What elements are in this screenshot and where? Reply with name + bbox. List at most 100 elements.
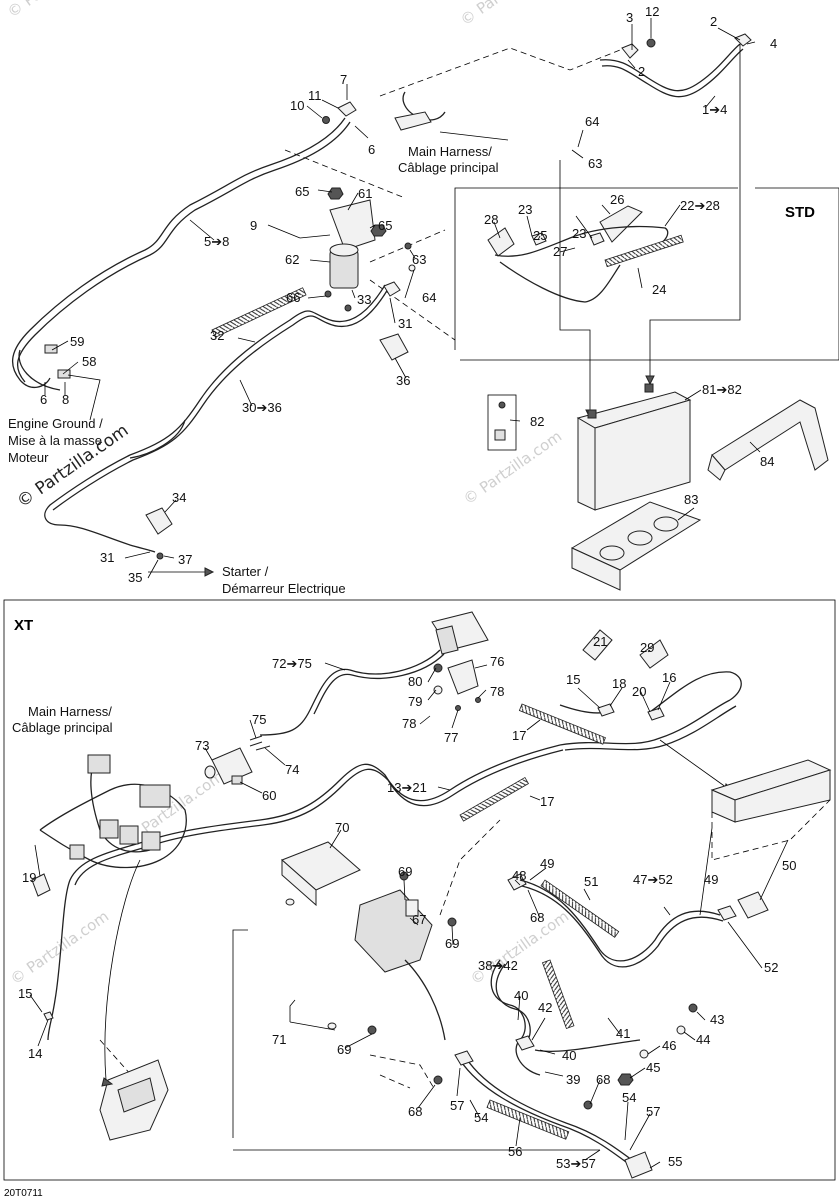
leader <box>437 786 541 801</box>
guide-arrow <box>649 44 741 378</box>
cable-53-57 <box>459 1059 631 1166</box>
callout: 31 <box>100 550 114 565</box>
nut <box>156 552 164 560</box>
callout: 68 <box>408 1104 422 1119</box>
note-main-harness-xt: Main Harness/ <box>28 704 112 719</box>
nut-69 <box>447 917 457 927</box>
leader <box>44 340 101 421</box>
nut-square <box>494 429 506 441</box>
callout: 49 <box>540 856 554 871</box>
callout: 54 <box>474 1110 488 1125</box>
callout: 3 <box>626 10 633 25</box>
washer <box>408 264 416 272</box>
cable-47-52 <box>521 885 724 968</box>
cable-38-42 <box>490 959 541 1076</box>
spiral-wrap-56 <box>486 1099 570 1140</box>
callout: 76 <box>490 654 504 669</box>
spiral-wrap-32 <box>211 287 307 338</box>
cable-42 <box>534 1039 641 1053</box>
callout: 2 <box>710 14 717 29</box>
leader <box>124 499 205 579</box>
callout: 17 <box>512 728 526 743</box>
watermark: © Partzilla.com <box>4 0 109 21</box>
harness-connector <box>139 784 171 808</box>
leader <box>324 662 488 729</box>
callout: 36 <box>396 373 410 388</box>
callout: 38➔42 <box>478 958 518 973</box>
arrow-head <box>204 567 215 577</box>
solenoid-67 <box>354 889 433 973</box>
plug-60 <box>231 775 243 785</box>
relay-bracket <box>329 199 376 251</box>
cable-72-75 <box>259 649 441 736</box>
callout: 17 <box>540 794 554 809</box>
module-70-side <box>281 858 317 907</box>
terminal <box>531 232 547 246</box>
callout: 62 <box>285 252 299 267</box>
solenoid-terminal <box>405 899 419 917</box>
note-engine-ground: Moteur <box>8 450 49 465</box>
callout: 45 <box>646 1060 660 1075</box>
hardware-inset <box>487 394 517 451</box>
callout: 49 <box>704 872 718 887</box>
ecu-connector <box>117 1077 156 1113</box>
battery-tray <box>571 547 621 591</box>
terminal-boot <box>379 333 409 361</box>
callout: 66 <box>286 290 300 305</box>
callout: 27 <box>553 244 567 259</box>
callout: 51 <box>584 874 598 889</box>
note-main-harness-xt: Câblage principal <box>12 720 113 735</box>
callout: 31 <box>398 316 412 331</box>
callout: 52 <box>764 960 778 975</box>
leader <box>204 719 286 794</box>
callout: 14 <box>28 1046 42 1061</box>
callout: 40 <box>562 1048 576 1063</box>
callout: 69 <box>337 1042 351 1057</box>
terminal <box>337 101 357 117</box>
section-xt-label: XT <box>14 617 33 634</box>
note-main-harness: Câblage principal <box>398 160 499 175</box>
terminal-cover-29 <box>639 639 669 669</box>
battery-side <box>594 399 691 511</box>
cable-13-21 <box>47 744 561 1041</box>
callout: 70 <box>335 820 349 835</box>
callout: 28 <box>484 212 498 227</box>
harness-connector <box>69 844 85 860</box>
callout: 81➔82 <box>702 382 742 397</box>
grommet <box>327 1022 337 1030</box>
spiral-wrap-17 <box>518 703 606 745</box>
callout: 83 <box>684 492 698 507</box>
guide-line <box>379 47 621 97</box>
callout: 57 <box>450 1098 464 1113</box>
callout: 57 <box>646 1104 660 1119</box>
callout: 8 <box>62 392 69 407</box>
callout: 21 <box>593 634 607 649</box>
leader <box>489 964 621 1077</box>
ghost-bracket <box>369 1054 436 1091</box>
guide-arrow <box>104 859 141 1081</box>
callout: 9 <box>250 218 257 233</box>
harness-connector <box>119 825 139 845</box>
spiral-wrap-41 <box>541 959 575 1030</box>
tray-hole <box>627 530 653 546</box>
harness-connector <box>99 819 119 839</box>
terminal-40 <box>515 1035 535 1051</box>
pin <box>249 741 263 747</box>
guide-line <box>439 819 501 916</box>
tray-hole <box>653 516 679 532</box>
callout: 78 <box>490 684 504 699</box>
terminal <box>717 905 737 921</box>
callout: 82 <box>530 414 544 429</box>
terminal-14 <box>43 1011 54 1021</box>
harness-connector <box>87 754 111 774</box>
watermark: © Partzilla.com <box>7 907 112 988</box>
callout: 5➔8 <box>204 234 229 249</box>
guide-line <box>369 279 456 341</box>
callout: 68 <box>530 910 544 925</box>
harness-connector <box>394 111 432 131</box>
callout: 10 <box>290 98 304 113</box>
callout: 50 <box>782 858 796 873</box>
connector-73 <box>211 747 253 785</box>
callout: 47➔52 <box>633 872 673 887</box>
note-engine-ground: Engine Ground / <box>8 416 103 431</box>
